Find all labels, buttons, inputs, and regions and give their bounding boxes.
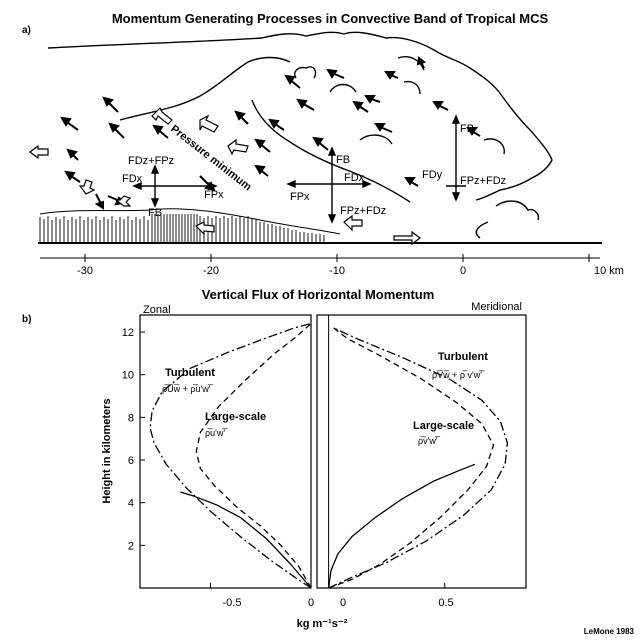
meridional-large-formula: ρ̅v'w'̅ <box>418 436 441 446</box>
panel-b-label: b) <box>22 314 31 325</box>
credit: LeMone 1983 <box>584 627 635 636</box>
force-label-mid-side: FDx <box>344 172 365 184</box>
force-label-mid-top: FB <box>336 154 350 166</box>
force-label-right-top: FB <box>460 123 474 135</box>
y-tick-3: 8 <box>128 412 134 424</box>
zonal-title: Zonal <box>143 304 171 316</box>
meridional-title: Meridional <box>471 301 522 313</box>
zonal-turbulent-formula: ρ̅U̅w̅ + ρ̅u'w'̅ <box>162 384 213 394</box>
force-label-left-top: FDz+FPz <box>128 155 174 167</box>
x-tick-a-3: 0 <box>460 265 466 277</box>
meridional-x-tick-0: 0 <box>340 597 346 609</box>
x-tick-a-1: -20 <box>203 265 219 277</box>
x-tick-a-0: -30 <box>77 265 93 277</box>
meridional-turbulent-label: Turbulent <box>438 351 488 363</box>
force-diagram-middle <box>286 146 372 224</box>
force-label-mid-left: FPx <box>290 191 310 203</box>
zonal-large-label: Large-scale <box>205 411 266 423</box>
y-tick-1: 4 <box>128 498 134 510</box>
meridional-frame <box>316 314 527 589</box>
meridional-turbulent-formula: ρV̅w̅ + ρ̅ v'w'̅ <box>432 370 485 380</box>
force-diagram-right <box>446 114 466 202</box>
rain-shaft <box>39 214 325 242</box>
cloud-outline <box>47 31 553 239</box>
panel-b-title: Vertical Flux of Horizontal Momentum <box>202 287 435 302</box>
flow-arrows <box>60 56 481 210</box>
zonal-large-formula: ρ̅u'w'̅ <box>205 428 228 438</box>
zonal-series-solid <box>180 491 312 589</box>
panel-a-label: a) <box>22 25 31 36</box>
force-label-left-right: FPx <box>204 189 224 201</box>
zonal-frame <box>139 314 312 589</box>
y-tick-5: 12 <box>122 327 134 339</box>
meridional-large-label: Large-scale <box>413 420 474 432</box>
force-label-mid-bottom: FPz+FDz <box>340 205 386 217</box>
force-label-right-side: FDy <box>422 169 443 181</box>
y-tick-0: 2 <box>128 540 134 552</box>
meridional-series-dashed <box>328 325 495 589</box>
meridional-x-tick-1: 0.5 <box>438 597 453 609</box>
zonal-series-dash-dot <box>149 322 312 589</box>
meridional-series-dash-dot <box>328 327 509 589</box>
force-label-left-side: FDx <box>122 173 143 185</box>
force-diagram-left <box>132 164 218 208</box>
x-tick-a-2: -10 <box>329 265 345 277</box>
force-label-left-bottom: FB <box>148 207 162 219</box>
force-label-right-bottom: FPz+FDz <box>460 175 506 187</box>
meridional-series-solid <box>327 463 476 589</box>
y-tick-4: 10 <box>122 370 134 382</box>
zonal-turbulent-label: Turbulent <box>165 367 215 379</box>
x-axis-label-b: kg m⁻¹s⁻² <box>297 618 348 630</box>
meridional-plot: Meridional Turbulent ρV̅w̅ + ρ̅ v'w'̅ La… <box>316 301 527 609</box>
hollow-arrows <box>29 106 421 246</box>
panel-a-title: Momentum Generating Processes in Convect… <box>112 11 549 26</box>
x-axis-a: -30 -20 -10 0 10 km <box>40 254 624 277</box>
y-axis-label: Height in kilometers <box>101 398 113 503</box>
zonal-series-dashed <box>195 323 312 589</box>
y-tick-2: 6 <box>128 455 134 467</box>
zonal-x-tick-1: 0 <box>308 597 314 609</box>
x-tick-a-4: 10 km <box>594 265 624 277</box>
rain-top-boundary <box>39 208 341 235</box>
zonal-x-tick-0: -0.5 <box>223 597 242 609</box>
zonal-plot: Zonal 2 4 6 8 10 12 Turbulent ρ̅U̅w̅ + ρ̅u'w'… <box>122 304 314 609</box>
